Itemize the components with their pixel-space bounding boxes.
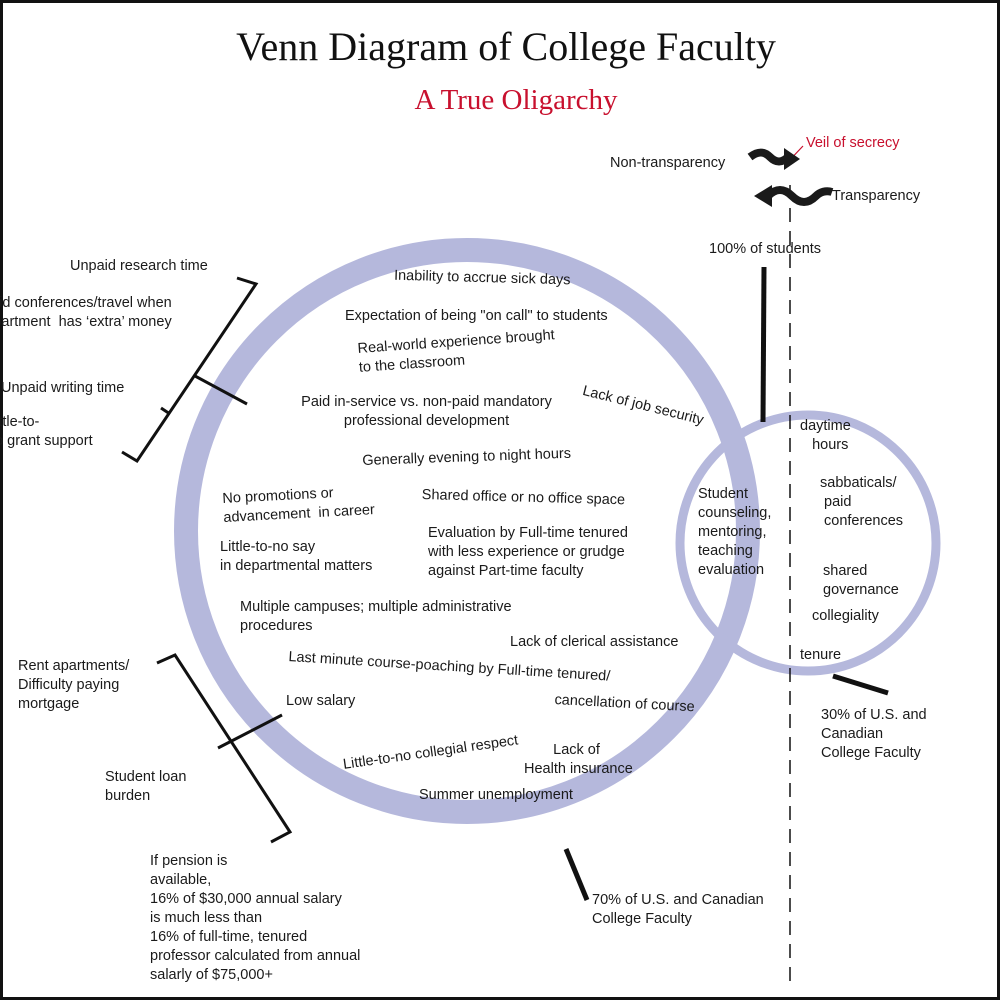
bracket-item: Unpaid conferences/travel when the depar… <box>0 295 172 330</box>
bracket-item: Student loan burden <box>105 769 187 804</box>
small-circle-item: sabbaticals/ paid conferences <box>820 475 904 529</box>
non-transparency-arrow-icon <box>747 148 791 166</box>
big-circle-item: Paid in-service vs. non-paid mandatory p… <box>301 394 552 429</box>
pension-note: If pension is available, 16% of $30,000 … <box>150 853 361 983</box>
small-circle-pointer <box>832 673 889 696</box>
bracket-item: Unpaid writing time <box>1 380 125 396</box>
big-circle-item: Lack of clerical assistance <box>510 634 679 650</box>
diagram-title: Venn Diagram of College Faculty <box>236 24 776 69</box>
top-bracket-connector <box>194 374 248 406</box>
big-circle-item: Summer unemployment <box>419 787 573 803</box>
bottom-bracket-connector <box>217 713 283 750</box>
big-circle-item: Low salary <box>286 693 356 709</box>
top-bracket-tick <box>160 406 171 416</box>
non-transparency-label: Non-transparency <box>610 155 726 171</box>
big-circle-pointer <box>563 848 590 901</box>
bottom-bracket <box>156 653 293 844</box>
overlap-text: Student counseling, mentoring, teaching … <box>698 486 772 578</box>
diagram-subtitle: A True Oligarchy <box>414 84 618 116</box>
big-circle <box>174 238 760 824</box>
bracket-item: Unpaid research time <box>70 258 208 274</box>
small-circle-label: 30% of U.S. and Canadian College Faculty <box>821 707 927 761</box>
top-bracket <box>121 276 259 464</box>
small-circle-item: shared governance <box>823 563 899 598</box>
big-circle-item: Expectation of being "on call" to studen… <box>345 308 608 324</box>
big-circle-item: Lack of Health insurance <box>524 742 633 777</box>
non-transparency-arrowhead <box>784 148 800 170</box>
transparency-arrow-icon <box>765 186 834 206</box>
big-circle-item: Multiple campuses; multiple administrati… <box>240 599 512 634</box>
small-circle-item: daytime hours <box>800 418 851 453</box>
small-circle-item: collegiality <box>812 608 879 624</box>
big-circle-item: No promotions or advancement in career <box>222 485 376 526</box>
big-circle-label: 70% of U.S. and Canadian College Faculty <box>592 892 764 927</box>
big-circle-item: Evaluation by Full-time tenured with les… <box>428 525 628 579</box>
students-pointer <box>760 266 767 423</box>
transparency-arrowhead <box>754 185 772 207</box>
bracket-item: Rent apartments/ Difficulty paying mortg… <box>18 658 130 712</box>
transparency-label: Transparency <box>832 188 921 204</box>
small-circle-item: tenure <box>800 647 842 663</box>
bracket-item: Little-to- no grant support <box>0 414 93 449</box>
veil-of-secrecy-label: Veil of secrecy <box>806 135 900 151</box>
big-circle-item: Little-to-no say in departmental matters <box>220 539 373 574</box>
small-circle <box>675 410 941 676</box>
all-students-label: 100% of students <box>709 241 822 257</box>
